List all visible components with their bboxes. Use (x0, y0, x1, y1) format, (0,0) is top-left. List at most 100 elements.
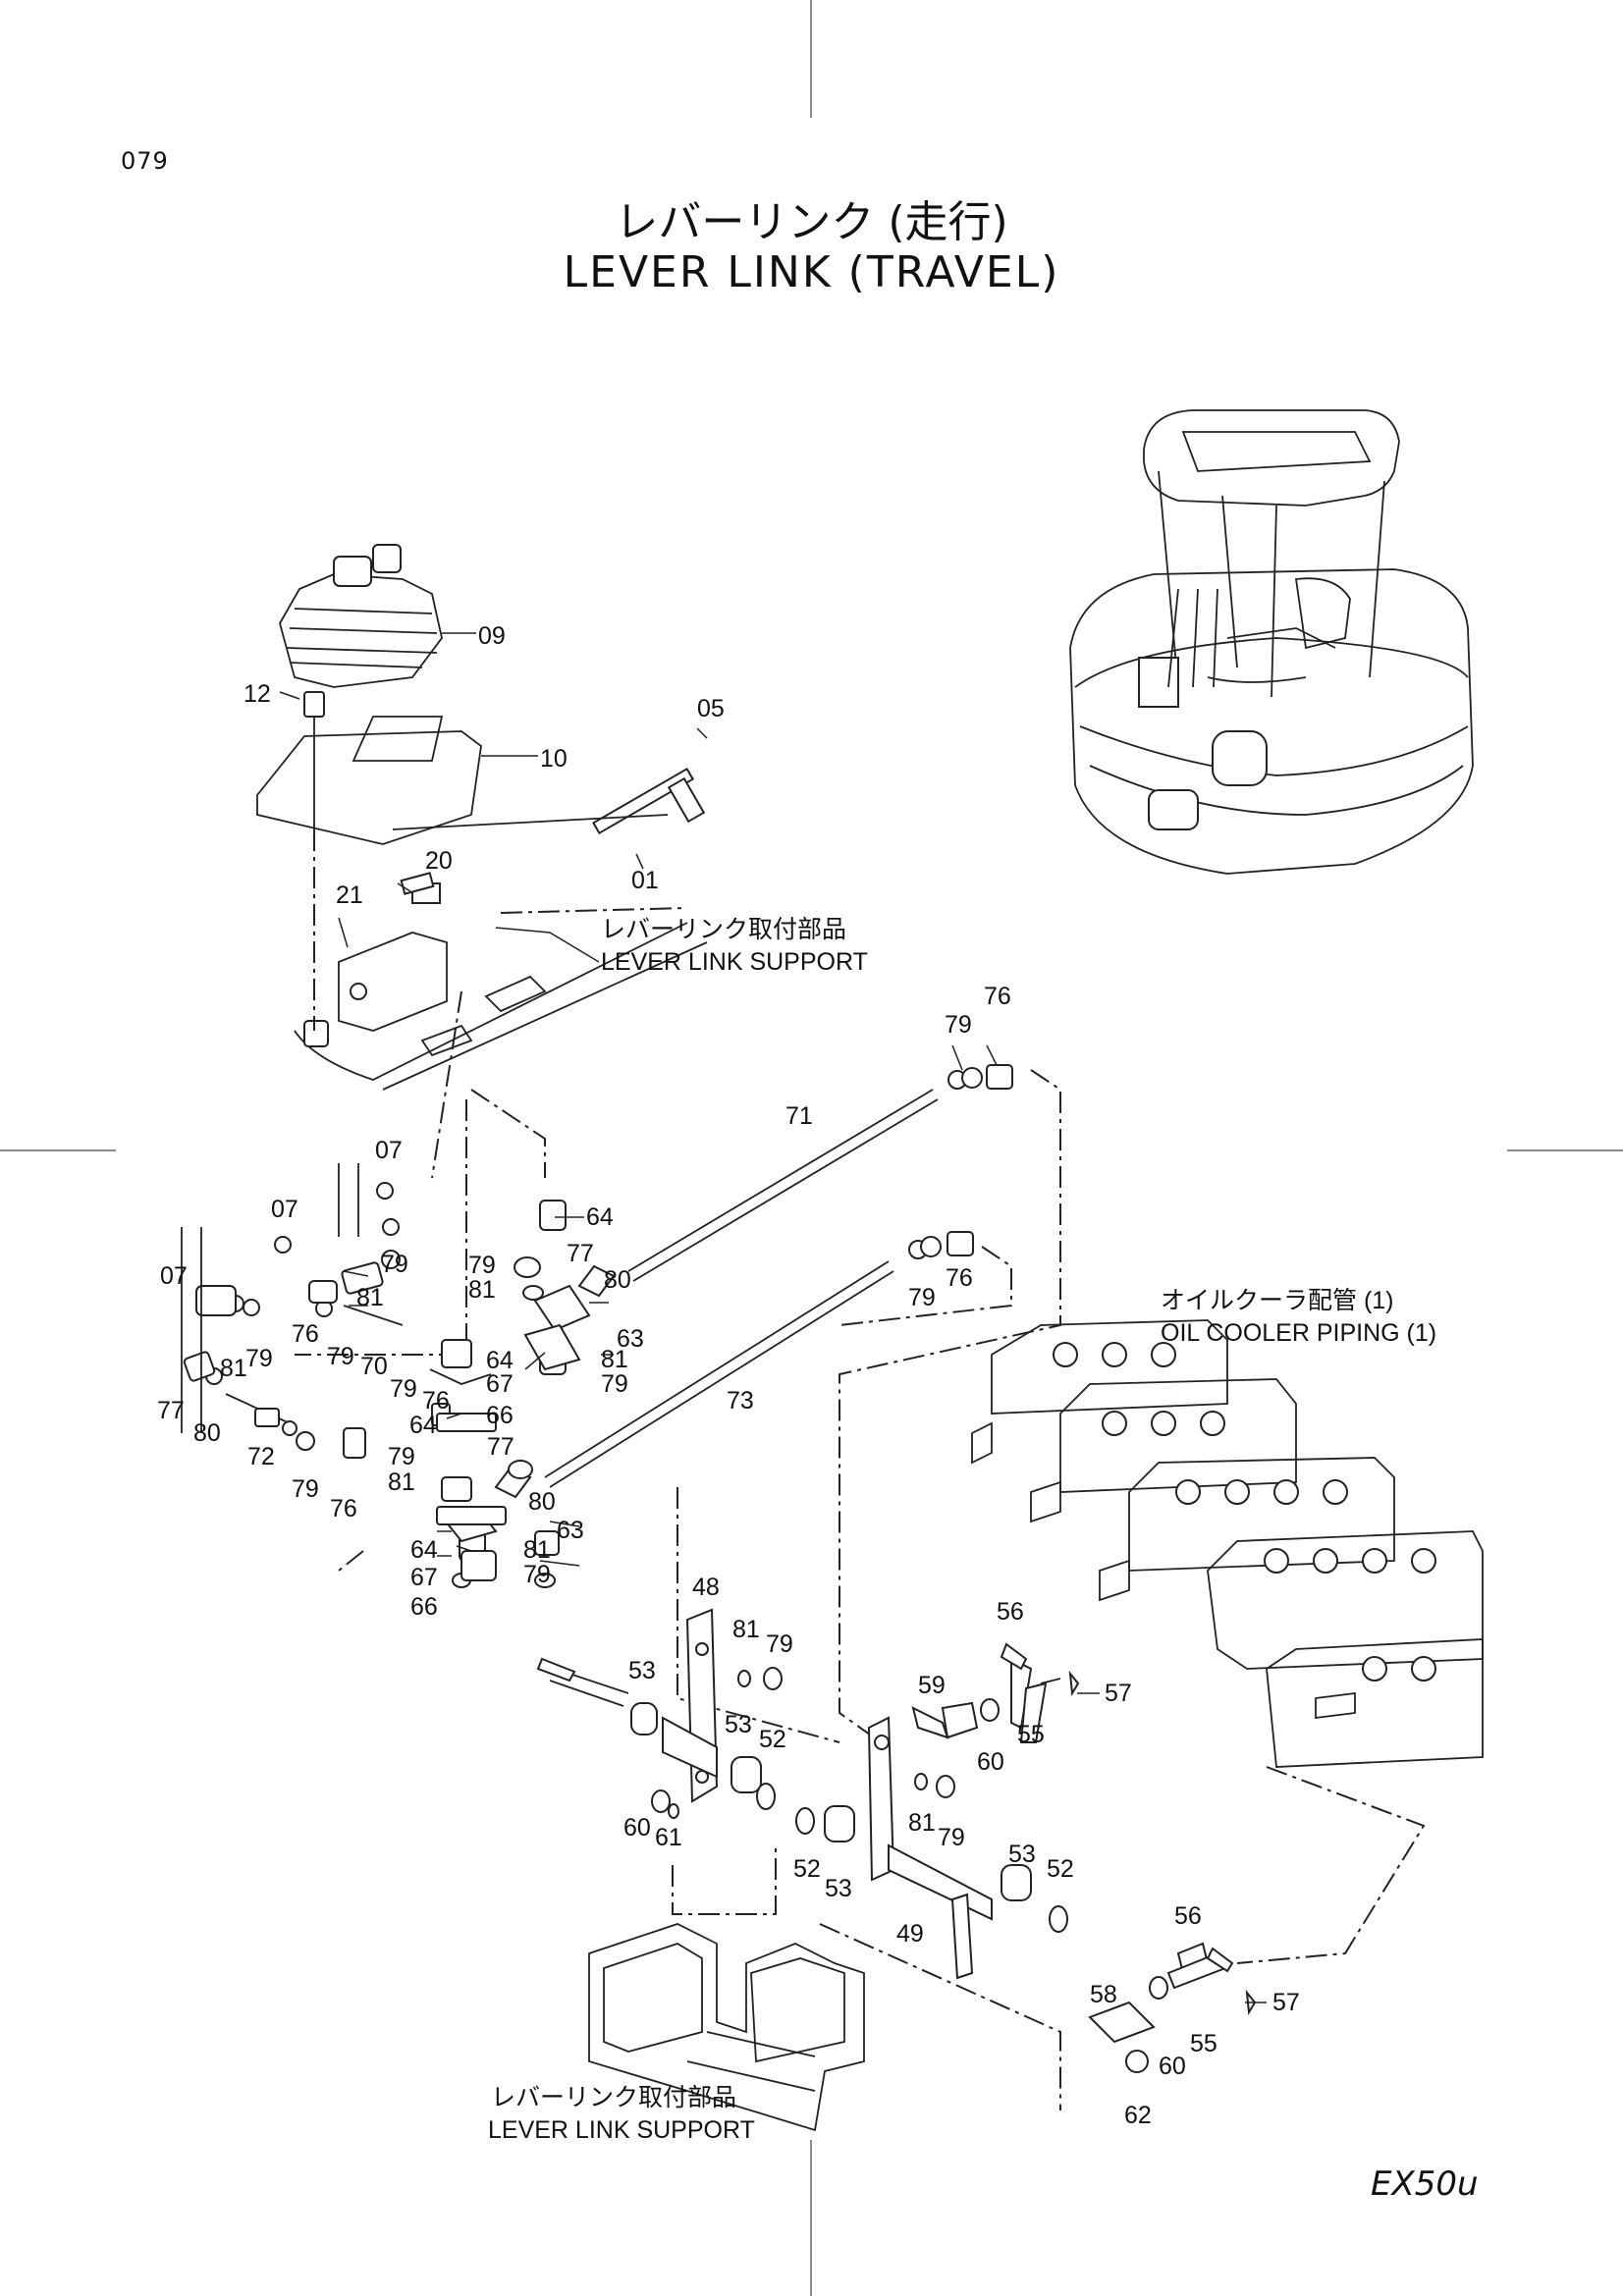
lever-assembly-upper (256, 544, 708, 1091)
title-japanese: レバーリンク (走行) (615, 197, 1008, 247)
callout-60-b: 60 (623, 1814, 651, 1842)
hardware-pieces (181, 1064, 1013, 1588)
notes: レバーリンク取付部品 LEVER LINK SUPPORT オイルクーラ配管 (… (488, 916, 1436, 2144)
callout-56-b: 56 (1174, 1902, 1202, 1930)
excavator-overview-illustration (1069, 409, 1474, 875)
callout-57-a: 57 (1105, 1680, 1132, 1707)
control-valve-block (971, 1319, 1484, 1768)
title-english: LEVER LINK (TRAVEL) (563, 247, 1060, 297)
callout-07-b: 07 (271, 1196, 298, 1223)
callout-77-a: 77 (567, 1240, 594, 1267)
callout-53-c: 53 (825, 1875, 852, 1902)
callout-57-b: 57 (1272, 1989, 1300, 2016)
callout-70: 70 (360, 1353, 388, 1380)
callout-76-d: 76 (422, 1387, 450, 1415)
callout-64-d: 64 (410, 1536, 438, 1564)
callout-79-g: 79 (601, 1370, 628, 1398)
callout-81-h: 81 (908, 1809, 936, 1837)
callout-63-a: 63 (617, 1325, 644, 1353)
lever-link-lower (536, 1608, 1257, 2073)
callout-64-a: 64 (586, 1203, 614, 1231)
callout-67-a: 67 (486, 1370, 514, 1398)
page-code: 079 (121, 147, 169, 175)
callout-76-e: 76 (330, 1495, 357, 1522)
callout-81-e: 81 (388, 1468, 415, 1496)
callout-81-c: 81 (601, 1346, 628, 1373)
callout-81-f: 81 (523, 1536, 551, 1564)
callout-60-a: 60 (977, 1748, 1004, 1776)
lever-link-support-frame (588, 1923, 865, 2132)
callout-49: 49 (896, 1920, 924, 1948)
callout-79-d: 79 (381, 1251, 408, 1278)
callout-79-c: 79 (908, 1284, 936, 1311)
callout-52-b: 52 (793, 1855, 821, 1883)
callout-79-l: 79 (766, 1630, 793, 1658)
support-top-jp-label: レバーリンク取付部品 (601, 916, 846, 943)
callout-10: 10 (540, 745, 568, 773)
support-top-en-label: LEVER LINK SUPPORT (601, 948, 868, 976)
callout-labels: 09 12 10 05 01 20 21 76 79 71 07 07 07 6… (157, 622, 1300, 2129)
callout-53-d: 53 (1008, 1841, 1036, 1868)
callout-56-a: 56 (997, 1598, 1024, 1626)
callout-81-a: 81 (468, 1276, 496, 1304)
callout-76-a: 76 (984, 983, 1011, 1010)
support-bottom-en-label: LEVER LINK SUPPORT (488, 2116, 755, 2144)
callout-72: 72 (247, 1443, 275, 1470)
callout-80-c: 80 (528, 1488, 556, 1516)
callout-05: 05 (697, 695, 725, 722)
callout-60-c: 60 (1159, 2053, 1186, 2080)
callout-64-c: 64 (409, 1412, 437, 1439)
callout-64-b: 64 (486, 1347, 514, 1374)
callout-73: 73 (727, 1387, 754, 1415)
callout-77-b: 77 (157, 1397, 185, 1424)
model-code: EX50u (1371, 2164, 1479, 2204)
assembly-dash-lines (295, 829, 1426, 2110)
callout-79-i: 79 (388, 1443, 415, 1470)
callout-07-c: 07 (160, 1262, 188, 1290)
callout-79-m: 79 (938, 1824, 965, 1851)
callout-55-b: 55 (1190, 2030, 1217, 2057)
callout-80-b: 80 (193, 1419, 221, 1447)
callout-09: 09 (478, 622, 506, 650)
callout-76-b: 76 (946, 1264, 973, 1292)
callout-71: 71 (785, 1102, 813, 1130)
callout-62: 62 (1124, 2102, 1152, 2129)
callout-77-c: 77 (487, 1433, 514, 1461)
callout-61: 61 (655, 1824, 682, 1851)
callout-79-k: 79 (523, 1561, 551, 1588)
oil-cooler-jp-label: オイルクーラ配管 (1) (1161, 1287, 1394, 1314)
callout-66-a: 66 (486, 1402, 514, 1429)
callout-81-b: 81 (356, 1284, 384, 1311)
callout-52-c: 52 (1047, 1855, 1074, 1883)
callout-79-h: 79 (245, 1345, 273, 1372)
oil-cooler-en-label: OIL COOLER PIPING (1) (1161, 1319, 1436, 1347)
callout-01: 01 (631, 867, 659, 894)
callout-12: 12 (243, 680, 271, 708)
callout-81-g: 81 (732, 1616, 760, 1643)
callout-76-c: 76 (292, 1320, 319, 1348)
callout-20: 20 (425, 847, 453, 875)
callout-79-f: 79 (390, 1375, 417, 1403)
leader-lines (279, 632, 1267, 2003)
callout-67-b: 67 (410, 1564, 438, 1591)
callout-53-a: 53 (628, 1657, 656, 1684)
callout-52-a: 52 (759, 1726, 786, 1753)
callout-21: 21 (336, 881, 363, 909)
callout-53-b: 53 (725, 1711, 752, 1738)
callout-79-b: 79 (468, 1252, 496, 1279)
callout-07-a: 07 (375, 1137, 403, 1164)
support-bottom-jp-label: レバーリンク取付部品 (491, 2084, 736, 2111)
callout-59: 59 (918, 1672, 946, 1699)
callout-55-a: 55 (1017, 1721, 1045, 1748)
callout-80-a: 80 (604, 1266, 631, 1294)
callout-66-b: 66 (410, 1593, 438, 1621)
callout-58: 58 (1090, 1981, 1117, 2008)
callout-63-b: 63 (557, 1517, 584, 1544)
callout-79-a: 79 (945, 1011, 972, 1039)
callout-81-d: 81 (220, 1355, 247, 1382)
callout-79-e: 79 (327, 1343, 354, 1370)
callout-79-j: 79 (292, 1475, 319, 1503)
callout-48: 48 (692, 1574, 720, 1601)
